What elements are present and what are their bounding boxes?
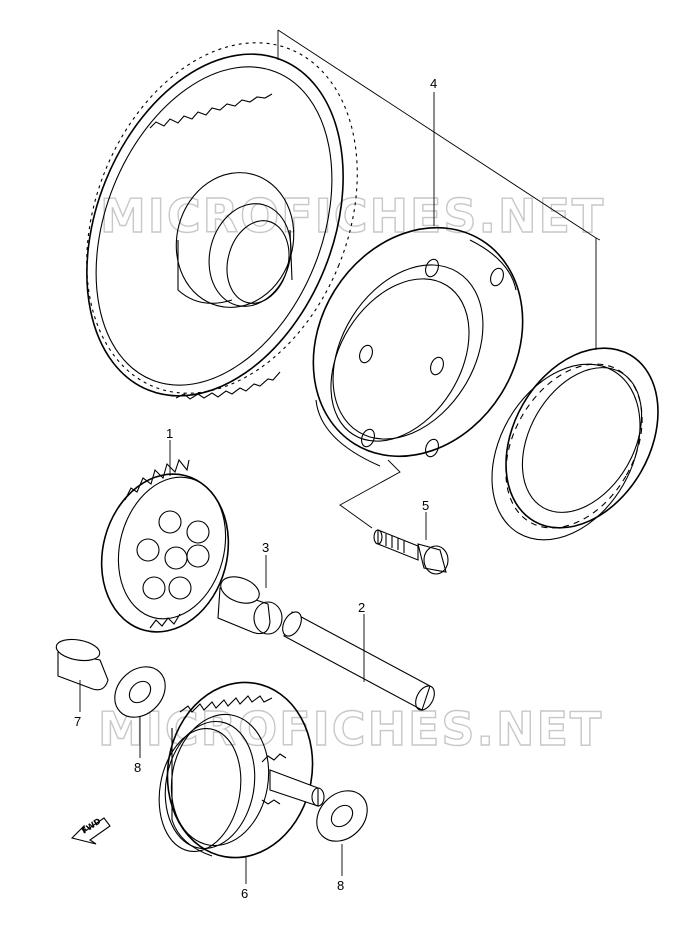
callout-8-upper: 8 [134, 760, 141, 775]
callout-5: 5 [422, 498, 429, 513]
callout-4: 4 [430, 76, 437, 91]
callout-1: 1 [166, 426, 173, 441]
starter-drive-gear [158, 681, 325, 859]
shaft [282, 611, 435, 711]
one-way-clutch [491, 347, 659, 541]
bolt [373, 529, 449, 575]
fwd-arrow-icon: FWD [70, 816, 111, 845]
leader-lines [79, 29, 601, 884]
callout-3: 3 [262, 540, 269, 555]
watermark-bottom: MICROFICHES.NET [98, 702, 603, 756]
idle-gear [100, 458, 230, 633]
washer-lower [316, 790, 368, 842]
watermark-top: MICROFICHES.NET [100, 189, 605, 243]
callout-2: 2 [358, 600, 365, 615]
callout-6: 6 [241, 886, 248, 901]
callout-7: 7 [74, 714, 81, 729]
bushing [217, 576, 283, 635]
washer-upper [114, 666, 166, 718]
callout-8-lower: 8 [337, 878, 344, 893]
starter-driven-gear [86, 42, 358, 400]
one-way-clutch-housing [312, 226, 524, 467]
bushing-small [55, 638, 109, 691]
